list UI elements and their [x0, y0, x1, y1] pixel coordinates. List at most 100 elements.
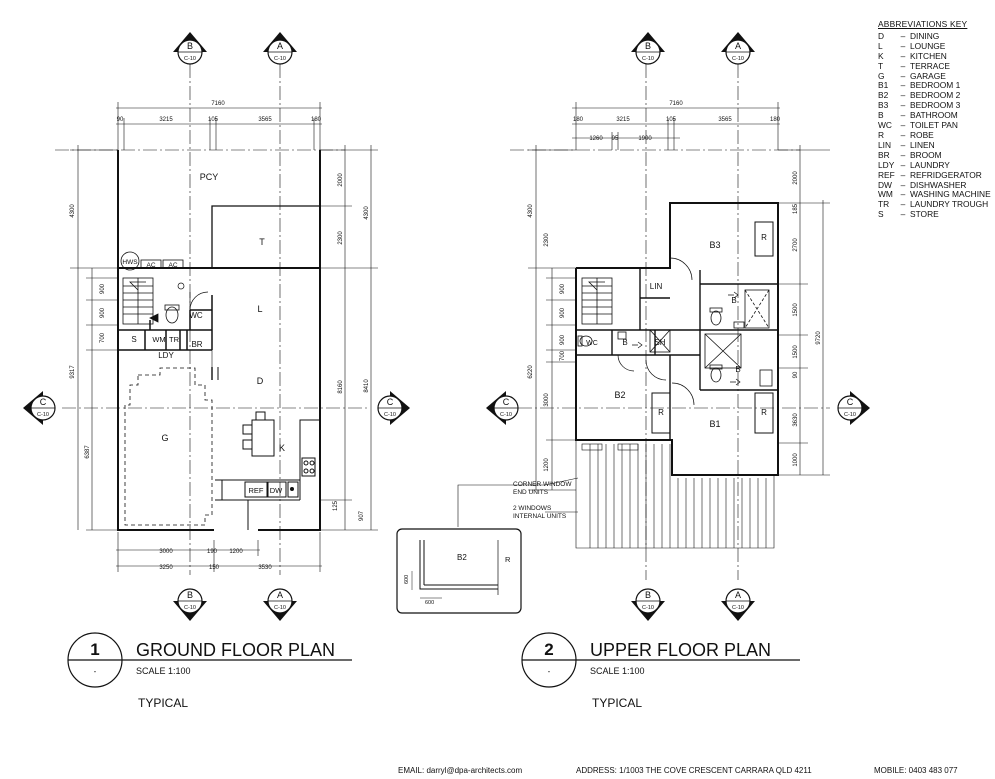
abbreviation-row: T–TERRACE — [878, 60, 990, 72]
plan-typical: TYPICAL — [592, 696, 642, 710]
footer-email: EMAIL: darryl@dpa-architects.com — [398, 766, 523, 775]
footer-mobile: MOBILE: 0403 483 077 — [874, 766, 958, 775]
section-marker-c-right-upper — [837, 390, 871, 426]
room-label-bedroom-3: B3 — [709, 240, 720, 250]
abbreviation-desc: KITCHEN — [910, 50, 947, 61]
abbreviation-code: B — [878, 110, 884, 121]
window-notes: CORNER WINDOW END UNITS 2 WINDOWS INTERN… — [513, 481, 572, 520]
abbreviation-dash: – — [900, 30, 906, 41]
upper-floor-plan — [396, 64, 830, 614]
dimension-text: 900 — [560, 283, 566, 294]
dimension-text: 900 — [560, 334, 566, 345]
room-label-broom: BR — [191, 340, 202, 349]
dimension-text: 3215 — [159, 117, 173, 123]
room-label-kitchen: K — [279, 443, 285, 453]
abbreviation-desc: WASHING MACHINE — [910, 189, 991, 200]
abbreviation-desc: BROOM — [910, 149, 942, 160]
dimension-text: 900 — [100, 307, 106, 318]
abbreviation-code: DW — [878, 179, 892, 190]
marker-letter: A — [735, 590, 741, 600]
abbreviation-code: WM — [878, 189, 893, 200]
abbreviation-dash: – — [900, 40, 906, 51]
abbreviation-row: REF–REFRIDGERATOR — [878, 169, 990, 181]
abbreviation-desc: DISHWASHER — [910, 179, 967, 190]
dimension-text: 900 — [100, 283, 106, 294]
dimension-text: 3250 — [159, 565, 173, 571]
room-label-trough: TR — [169, 335, 180, 344]
dimension-text: 150 — [209, 565, 220, 571]
marker-letter: C — [847, 397, 854, 407]
dimension-text: 105 — [666, 117, 677, 123]
room-label-dining: D — [257, 376, 264, 386]
ground-room-labels: PCY T L D G K WC S WM TR BR LDY HWS AC A… — [122, 172, 285, 495]
abbreviation-row: TR–LAUNDRY TROUGH — [878, 199, 990, 210]
ground-floor-plan — [55, 64, 378, 575]
room-label-porch: PCY — [200, 172, 219, 182]
abbreviation-dash: – — [900, 159, 906, 170]
room-label-bedroom-1: B1 — [709, 419, 720, 429]
plan-title: GROUND FLOOR PLAN — [136, 640, 335, 660]
dimension-text: 2300 — [338, 231, 344, 245]
dimension-text: 2000 — [338, 173, 344, 187]
marker-sheet: C-10 — [732, 605, 744, 611]
dimension-text: 600 — [404, 575, 410, 584]
dimension-text: 1500 — [793, 303, 799, 317]
abbreviation-row: LIN–LINEN — [878, 140, 990, 151]
abbreviation-desc: LOUNGE — [910, 40, 946, 51]
footer-address: ADDRESS: 1/1003 THE COVE CRESCENT CARRAR… — [576, 766, 812, 775]
marker-sheet: C-10 — [384, 412, 396, 418]
dimension-text: 700 — [560, 350, 566, 361]
dimension-text: 2300 — [544, 233, 550, 247]
abbreviation-row: B3–BEDROOM 3 — [878, 100, 990, 111]
marker-letter: B — [645, 590, 651, 600]
abbreviation-desc: GARAGE — [910, 70, 946, 81]
dimension-text: 180 — [770, 117, 781, 123]
marker-letter: C — [503, 397, 510, 407]
abbreviation-row: G–GARAGE — [878, 70, 990, 82]
abbreviation-code: G — [878, 70, 885, 81]
abbreviation-row: WC–TOILET PAN — [878, 120, 990, 131]
abbreviation-code: T — [878, 60, 884, 71]
abbreviation-code: B2 — [878, 90, 889, 101]
abbreviation-desc: REFRIDGERATOR — [910, 169, 982, 180]
abbreviation-code: LDY — [878, 159, 895, 170]
dimension-text: 3215 — [616, 117, 630, 123]
dimension-text: 185 — [793, 203, 799, 214]
marker-sheet: C-10 — [184, 605, 196, 611]
dimension-text: 180 — [573, 117, 584, 123]
room-label-store: S — [131, 335, 136, 344]
abbreviation-code: REF — [878, 169, 895, 180]
ground-title-block: 1 - GROUND FLOOR PLAN SCALE 1:100 TYPICA… — [67, 632, 352, 710]
room-label-washing-machine: WM — [152, 335, 165, 344]
note-text: END UNITS — [513, 489, 549, 496]
abbreviation-desc: BEDROOM 1 — [910, 80, 961, 91]
room-label-fridge: REF — [249, 486, 264, 495]
abbreviation-code: K — [878, 50, 884, 61]
room-label-ac: AC — [146, 262, 155, 269]
dimension-text: 6220 — [528, 365, 534, 379]
abbreviation-row: K–KITCHEN — [878, 50, 990, 62]
note-text: INTERNAL UNITS — [513, 513, 567, 520]
dimension-text: 3000 — [159, 549, 173, 555]
abbreviation-desc: BEDROOM 2 — [910, 90, 961, 101]
dimension-text: 907 — [359, 510, 365, 521]
dimension-text: 190 — [207, 549, 218, 555]
dimension-text: 7160 — [669, 101, 683, 107]
dimension-text: 8410 — [364, 379, 370, 393]
dimension-text: 95 — [612, 136, 619, 142]
marker-sheet: C-10 — [642, 56, 654, 62]
room-label-linen: LIN — [650, 282, 663, 291]
marker-letter: A — [277, 41, 283, 51]
dimension-text: 3565 — [258, 117, 272, 123]
marker-letter: A — [735, 41, 741, 51]
dimension-text: 900 — [560, 307, 566, 318]
room-label-bathroom: B — [735, 365, 740, 374]
abbreviation-row: LDY–LAUNDRY — [878, 159, 990, 171]
drawing-sheet-ref: - — [94, 667, 97, 676]
marker-letter: B — [645, 41, 651, 51]
marker-sheet: C-10 — [844, 412, 856, 418]
abbreviation-desc: TERRACE — [910, 60, 951, 71]
marker-sheet: C-10 — [274, 605, 286, 611]
abbreviation-code: R — [878, 129, 885, 140]
room-label-wc: WC — [586, 340, 598, 347]
